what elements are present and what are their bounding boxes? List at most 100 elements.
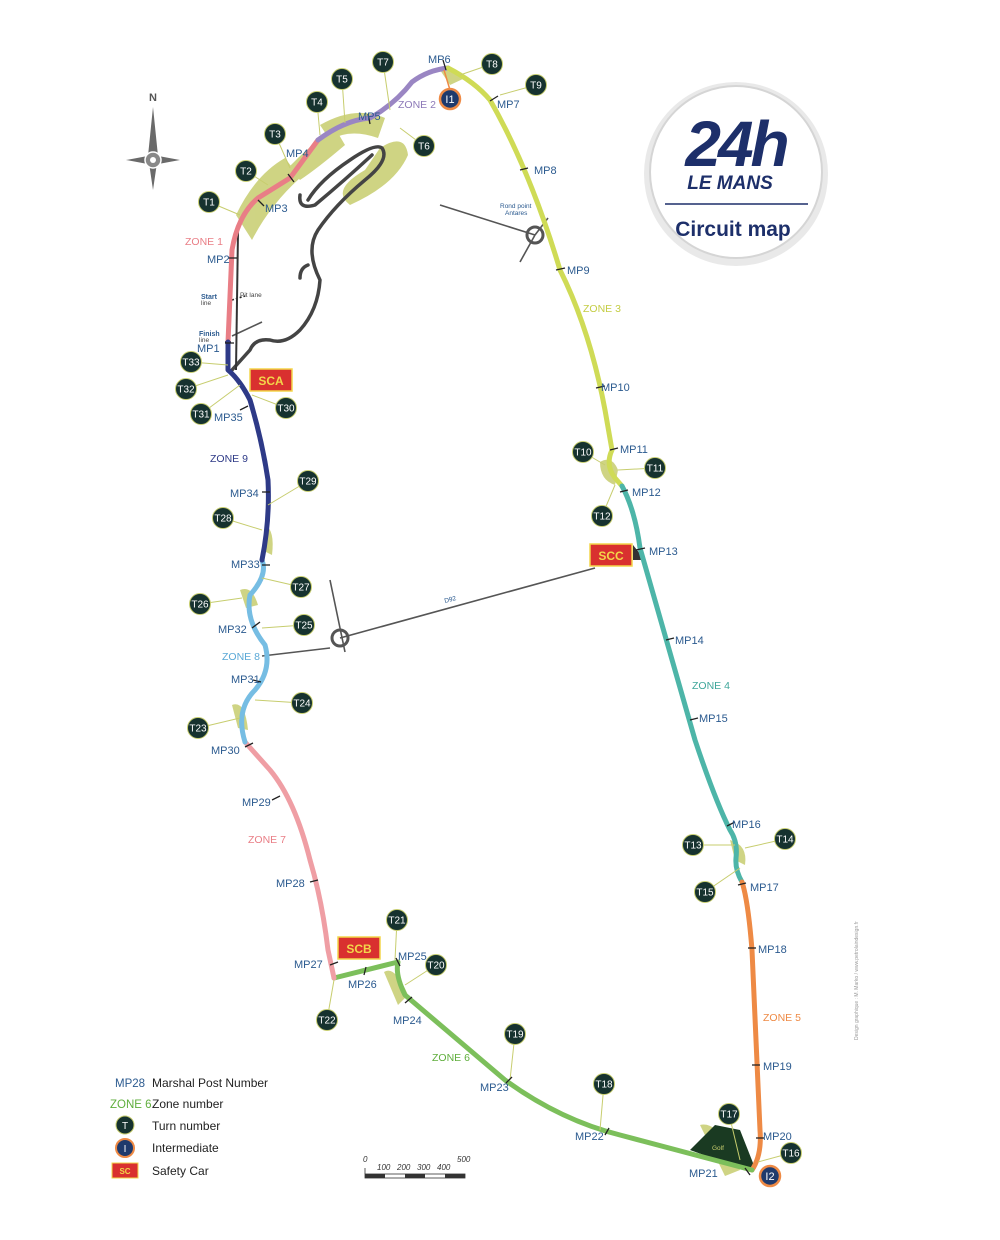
- circuit-map-title: Circuit map: [675, 218, 791, 241]
- svg-text:T14: T14: [776, 835, 794, 846]
- legend-sc-desc: Safety Car: [152, 1164, 209, 1178]
- svg-text:T7: T7: [377, 58, 389, 69]
- legend: MP28 Marshal Post Number ZONE 6 Zone num…: [110, 1076, 268, 1179]
- turn-marker: T31: [190, 403, 212, 425]
- svg-text:T31: T31: [192, 410, 210, 421]
- turn-marker: T30: [275, 397, 297, 419]
- legend-sc-icon: [111, 1162, 139, 1179]
- svg-text:T13: T13: [684, 841, 702, 852]
- marshal-post-label: MP4: [286, 148, 309, 160]
- safety-car-b: SCB: [337, 936, 381, 960]
- track-zone-4: [619, 483, 745, 885]
- turn-marker: T11: [644, 457, 666, 479]
- mp-ticks: [225, 59, 764, 1176]
- marshal-post-label: MP19: [763, 1061, 792, 1073]
- svg-text:T6: T6: [418, 142, 430, 153]
- start-label: Start: [201, 294, 218, 301]
- scale-tick: 500: [457, 1155, 471, 1164]
- turn-marker: T2: [235, 160, 257, 182]
- legend-mp-desc: Marshal Post Number: [152, 1076, 268, 1090]
- pit-lane: [235, 231, 239, 371]
- zone-label: ZONE 6: [432, 1052, 470, 1064]
- finish-label: Finish: [199, 331, 220, 338]
- track-zone-1: [225, 137, 321, 345]
- legend-mp-sample: MP28: [115, 1078, 145, 1090]
- svg-text:SCB: SCB: [346, 942, 372, 956]
- golf-area: [690, 1125, 755, 1168]
- zone-label: ZONE 1: [185, 236, 223, 248]
- turn-marker: T16: [780, 1142, 802, 1164]
- rond-point-label: Rond point: [500, 203, 532, 210]
- safety-car-c: SCC: [589, 543, 633, 567]
- svg-text:T10: T10: [574, 448, 592, 459]
- small-labels: Start line Finish line Pit lane Rond poi…: [199, 203, 724, 1152]
- track-zone-3: [445, 65, 625, 489]
- svg-text:T11: T11: [647, 464, 664, 475]
- svg-text:T2: T2: [240, 167, 252, 178]
- track-zone-8: [239, 557, 270, 745]
- marshal-post-label: MP25: [398, 951, 427, 963]
- turn-marker: T32: [175, 378, 197, 400]
- turn-marker: T20: [425, 954, 447, 976]
- zone-label: ZONE 7: [248, 834, 286, 846]
- marshal-post-label: MP9: [567, 265, 590, 277]
- marshal-post-label: MP34: [230, 488, 259, 500]
- marshal-post-label: MP16: [732, 819, 761, 831]
- svg-text:T29: T29: [299, 477, 317, 488]
- turn-marker: T12: [591, 505, 613, 527]
- safety-car-a: SCA: [249, 368, 293, 392]
- zone-label: ZONE 3: [583, 303, 621, 315]
- svg-text:T18: T18: [595, 1080, 613, 1091]
- marshal-post-label: MP35: [214, 412, 243, 424]
- turn-marker: T26: [189, 593, 211, 615]
- legend-zone-desc: Zone number: [152, 1097, 223, 1111]
- roundabout-antares: [525, 225, 545, 245]
- marshal-post-label: MP32: [218, 624, 247, 636]
- turn-marker: T27: [290, 576, 312, 598]
- logo-badge: 24h LE MANS Circuit map: [644, 82, 828, 266]
- legend-turn-desc: Turn number: [152, 1119, 220, 1133]
- marshal-post-label: MP29: [242, 797, 271, 809]
- zone-labels: ZONE 1 ZONE 2 ZONE 3 ZONE 4 ZONE 5 ZONE …: [185, 99, 801, 1064]
- zone-label: ZONE 4: [692, 680, 730, 692]
- track-zone-5: [739, 879, 763, 1173]
- track: [225, 65, 763, 1173]
- marshal-post-label: MP5: [358, 111, 381, 123]
- marshal-post-label: MP33: [231, 559, 260, 571]
- zone-label: ZONE 5: [763, 1012, 801, 1024]
- turn-marker: T25: [293, 614, 315, 636]
- zone-label: ZONE 9: [210, 453, 248, 465]
- svg-text:T25: T25: [295, 621, 313, 632]
- svg-text:I1: I1: [445, 94, 454, 106]
- intermediate-marker-1: I1: [438, 69, 462, 111]
- turn-marker: T17: [718, 1103, 740, 1125]
- svg-text:T19: T19: [506, 1030, 524, 1041]
- roundabout-d92: [330, 628, 350, 648]
- turn-marker: T7: [372, 51, 394, 73]
- finish-sub-label: line: [199, 337, 210, 344]
- marshal-post-label: MP15: [699, 713, 728, 725]
- turn-marker: T33: [180, 351, 202, 373]
- svg-text:I2: I2: [765, 1171, 774, 1183]
- turn-marker: T28: [212, 507, 234, 529]
- turn-marker: T6: [413, 135, 435, 157]
- legend-zone-sample: ZONE 6: [110, 1099, 152, 1111]
- svg-text:T21: T21: [388, 916, 406, 927]
- marshal-post-label: MP24: [393, 1015, 422, 1027]
- marshal-post-label: MP18: [758, 944, 787, 956]
- scale-tick: 200: [396, 1163, 411, 1172]
- svg-text:I: I: [124, 1144, 127, 1155]
- start-sub-label: line: [201, 300, 212, 307]
- turn-marker: T9: [525, 74, 547, 96]
- track-zone-2: [315, 65, 451, 143]
- marshal-post-label: MP21: [689, 1168, 718, 1180]
- track-zone-9: [225, 339, 271, 563]
- svg-text:T20: T20: [427, 961, 445, 972]
- turn-marker: T15: [694, 881, 716, 903]
- scale-tick: 300: [417, 1163, 431, 1172]
- logo-mark: 24h: [684, 108, 787, 180]
- roads: [225, 204, 596, 657]
- scale-tick: 400: [437, 1163, 451, 1172]
- turn-marker: T5: [331, 68, 353, 90]
